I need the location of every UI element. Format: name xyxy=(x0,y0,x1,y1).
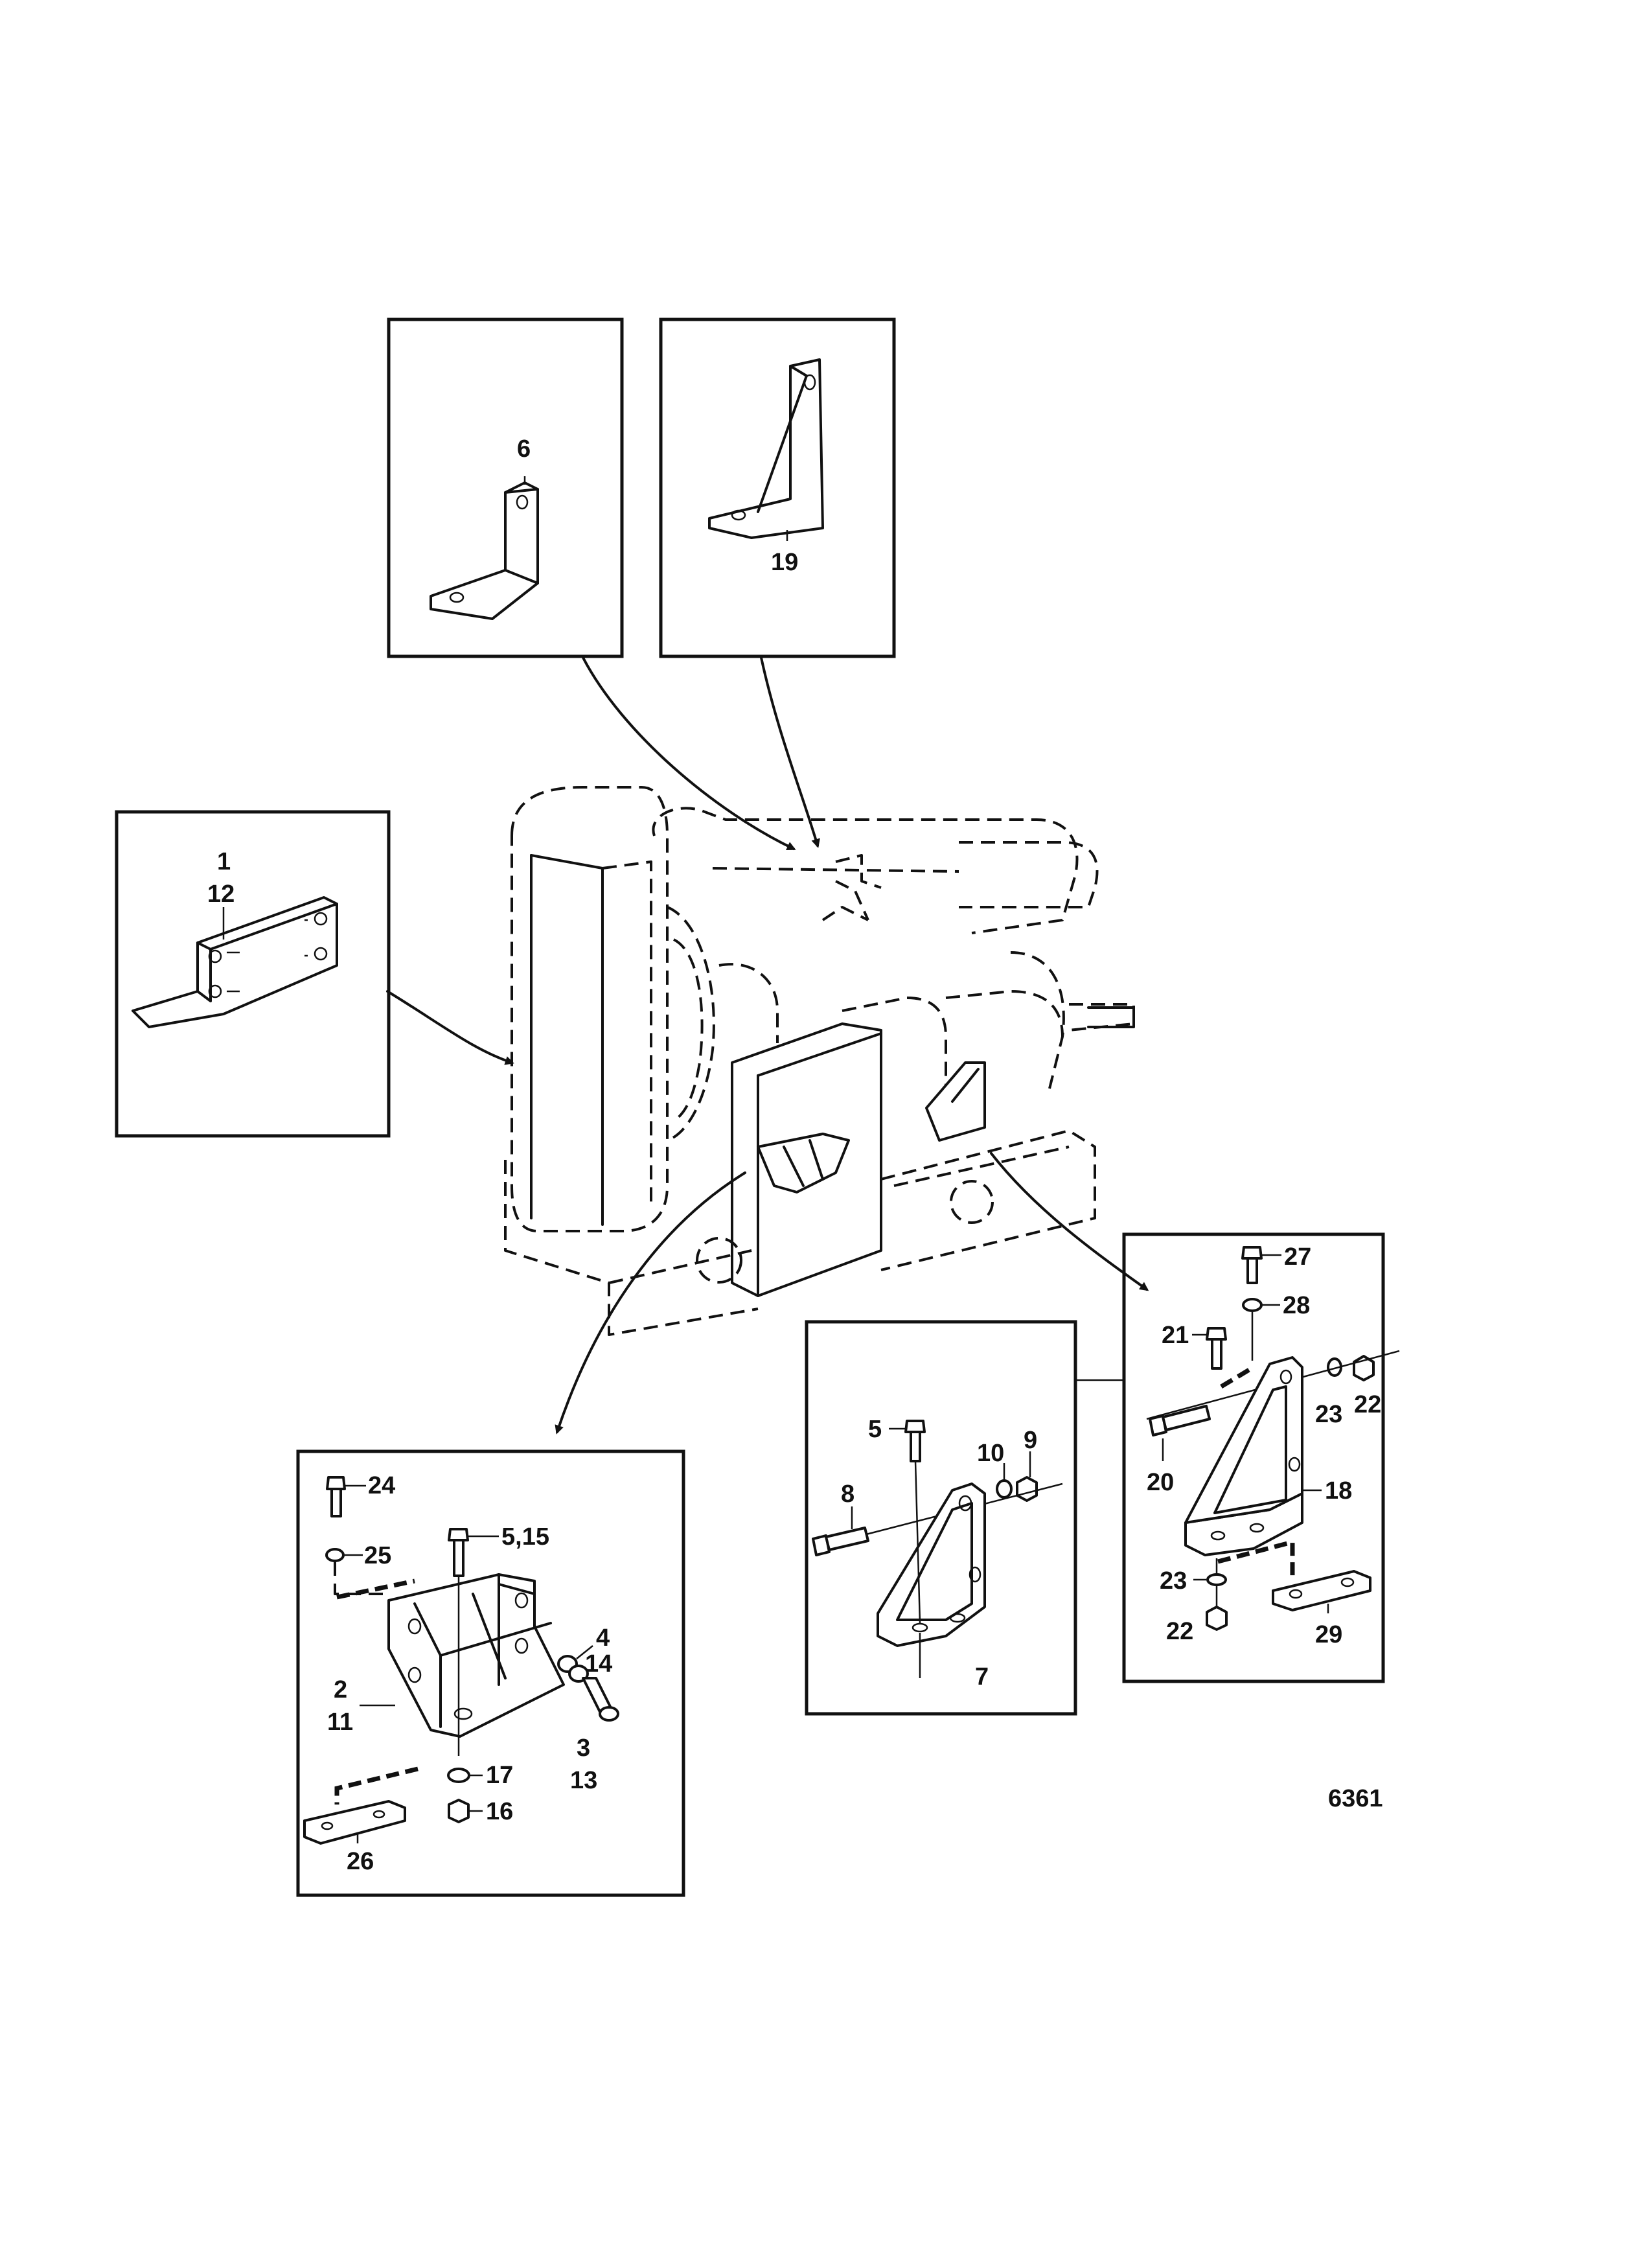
callout-21: 21 xyxy=(1162,1322,1189,1349)
callout-11: 11 xyxy=(327,1709,353,1736)
bolt-5-icon xyxy=(904,1420,926,1462)
callout-7: 7 xyxy=(975,1663,989,1690)
leader-arrows xyxy=(386,656,1149,1435)
engine-gearbox-assembly xyxy=(504,786,1135,1336)
detail-box-bracket-7: 5 10 9 8 7 xyxy=(805,1320,1077,1716)
callout-3: 3 xyxy=(577,1735,590,1762)
bolt-21-icon xyxy=(1206,1327,1227,1370)
callout-19: 19 xyxy=(771,549,798,576)
bracket-19-icon xyxy=(708,358,824,539)
pad-29-icon xyxy=(1272,1570,1371,1611)
callout-29: 29 xyxy=(1315,1621,1342,1648)
callout-2: 2 xyxy=(334,1676,347,1703)
callout-24: 24 xyxy=(368,1472,395,1499)
callout-10: 10 xyxy=(977,1440,1004,1467)
detail-box-bracket-19: 19 xyxy=(659,317,896,658)
washer-10-icon xyxy=(996,1479,1013,1499)
callout-6: 6 xyxy=(517,435,531,463)
bolt-8-icon xyxy=(812,1527,869,1556)
bolt-27-icon xyxy=(1241,1246,1263,1284)
callout-8: 8 xyxy=(841,1481,855,1508)
callout-26: 26 xyxy=(347,1848,374,1875)
callout-17: 17 xyxy=(486,1762,513,1789)
bolt-3-13-icon xyxy=(582,1677,619,1722)
callout-9: 9 xyxy=(1024,1427,1037,1454)
bracket-1-12-icon xyxy=(132,896,338,1028)
bolt-24-icon xyxy=(326,1476,346,1517)
detail-box-bracket-1-12: 1 12 xyxy=(115,810,391,1138)
washer-23-lower-icon xyxy=(1206,1573,1227,1586)
bracket-18-icon xyxy=(1184,1356,1303,1556)
washer-25-icon xyxy=(325,1548,345,1562)
callout-22-top: 22 xyxy=(1354,1391,1381,1418)
callout-22-lower: 22 xyxy=(1166,1618,1193,1645)
bracket-2-11-icon xyxy=(387,1573,565,1756)
washer-28-icon xyxy=(1242,1298,1263,1312)
figure-number: 6361 xyxy=(1328,1785,1383,1812)
bolt-20-icon xyxy=(1149,1405,1211,1436)
callout-23-lower: 23 xyxy=(1160,1567,1187,1595)
callout-12: 12 xyxy=(207,881,235,908)
callout-4: 4 xyxy=(596,1624,610,1652)
callout-23-top: 23 xyxy=(1315,1401,1342,1428)
callout-13: 13 xyxy=(570,1767,597,1794)
callout-14: 14 xyxy=(585,1650,612,1678)
nut-22-lower-icon xyxy=(1206,1606,1228,1631)
callout-16: 16 xyxy=(486,1798,513,1825)
callout-25: 25 xyxy=(364,1542,391,1569)
detail-box-bracket-6: 6 xyxy=(387,317,624,658)
nut-16-icon xyxy=(448,1799,470,1823)
callout-1: 1 xyxy=(217,848,231,875)
detail-box-bracket-18: 27 28 21 23 22 20 xyxy=(1122,1232,1400,1683)
detail-box-bracket-2-11: 24 25 5,15 xyxy=(296,1449,685,1897)
callout-28: 28 xyxy=(1283,1292,1310,1319)
bolt-5-15-icon xyxy=(448,1528,469,1577)
bracket-7-icon xyxy=(877,1460,986,1647)
nut-9-icon xyxy=(1016,1476,1038,1502)
callout-20: 20 xyxy=(1147,1469,1174,1496)
bracket-6-icon xyxy=(430,481,539,620)
callout-5-15: 5,15 xyxy=(501,1523,549,1551)
callout-18: 18 xyxy=(1325,1477,1352,1505)
washer-17-icon xyxy=(447,1768,470,1783)
callout-5: 5 xyxy=(868,1416,882,1443)
pad-26-icon xyxy=(303,1800,406,1845)
callout-27: 27 xyxy=(1284,1243,1311,1271)
